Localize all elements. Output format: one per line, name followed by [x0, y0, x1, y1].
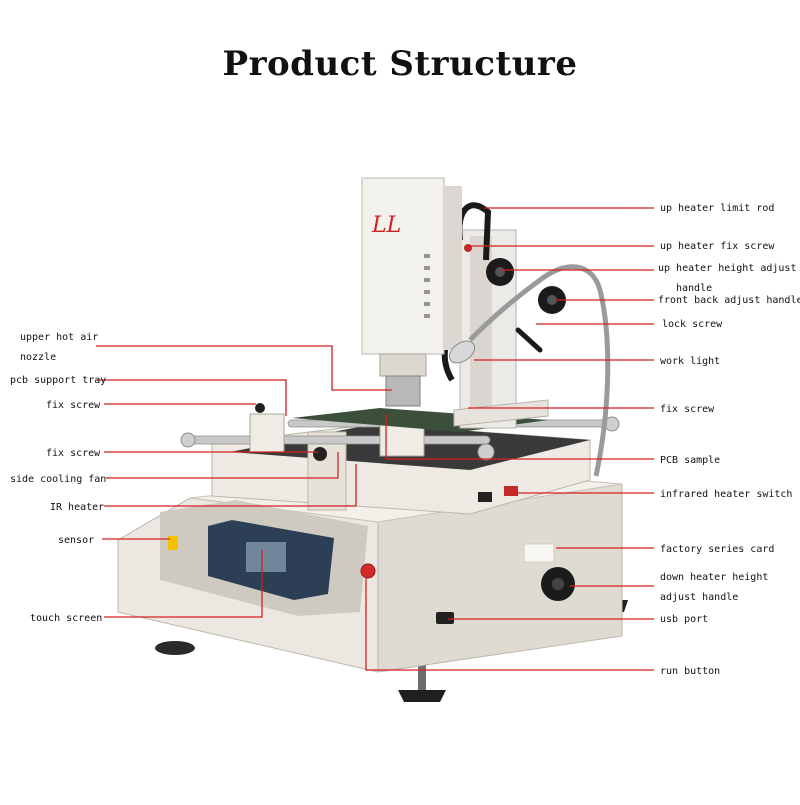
- label-down-heater-height-adjust-handle: down heater height adjust handle: [660, 572, 774, 603]
- hot-air-nozzle-neck: [379, 353, 427, 377]
- labels-left: upper hot air nozzle pcb support tray fi…: [10, 332, 106, 624]
- label-lock-screw: lock screw: [662, 319, 723, 330]
- label-up-heater-limit-rod: up heater limit rod: [660, 203, 774, 214]
- pcb-clamp-left: [249, 413, 285, 453]
- heater-vent-slots: [424, 254, 430, 318]
- foot-front-left: [155, 641, 195, 655]
- label-fix-screw-right: fix screw: [660, 404, 715, 415]
- label-usb-port: usb port: [660, 614, 708, 625]
- side-cooling-fan-housing: [307, 431, 347, 511]
- label-sensor: sensor: [58, 535, 94, 546]
- ir-switch-1: [478, 492, 492, 502]
- hot-air-nozzle: [385, 375, 421, 407]
- brand-logo-mark: LL: [371, 213, 401, 238]
- series-card: [523, 543, 555, 563]
- ir-switch-2: [504, 486, 518, 496]
- sensor-sticker: [168, 536, 178, 550]
- run-button-cap: [360, 563, 376, 579]
- label-front-back-adjust-handle: front back adjust handle: [658, 295, 800, 306]
- lock-screw-handle: [515, 327, 543, 353]
- label-up-heater-fix-screw: up heater fix screw: [660, 241, 775, 252]
- label-pcb-support-tray: pcb support tray: [10, 375, 106, 386]
- fix-screw-knob-left: [255, 403, 265, 413]
- foot-front-right: [398, 690, 446, 702]
- label-fix-screw-left-1: fix screw: [46, 400, 101, 411]
- labels-right: up heater limit rod up heater fix screw …: [658, 203, 800, 677]
- label-run-button: run button: [660, 666, 720, 677]
- page-title: Product Structure: [222, 44, 578, 84]
- label-up-heater-height-adjust-handle: up heater height adjust handle: [658, 263, 800, 294]
- label-ir-heater: IR heater: [50, 502, 104, 513]
- label-pcb-sample: PCB sample: [660, 455, 720, 466]
- leader-lines-right: [365, 207, 654, 671]
- label-infrared-heater-switch: infrared heater switch: [660, 489, 792, 500]
- label-side-cooling-fan: side cooling fan: [10, 474, 106, 485]
- fix-screw-knob-mid: [313, 447, 327, 461]
- support-rod-front: [183, 435, 491, 445]
- machine-illustration: LL: [117, 177, 628, 702]
- work-light-lamp: [448, 340, 476, 364]
- label-touch-screen: touch screen: [30, 613, 102, 624]
- label-work-light: work light: [660, 356, 720, 367]
- label-fix-screw-left-2: fix screw: [46, 448, 101, 459]
- label-factory-series-card: factory series card: [660, 544, 774, 555]
- usb-port-slot: [436, 612, 454, 624]
- work-light-gooseneck: [468, 264, 611, 477]
- upper-heater-head: [361, 177, 445, 355]
- leader-lines-left: [96, 345, 392, 618]
- label-upper-hot-air-nozzle: upper hot air nozzle: [20, 332, 104, 363]
